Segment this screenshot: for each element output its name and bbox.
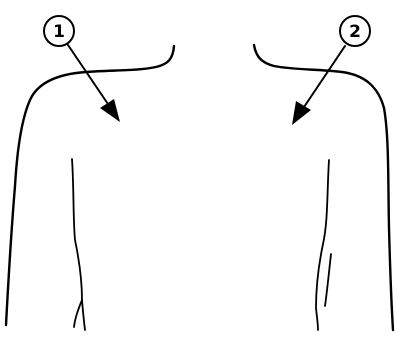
right-armpit-contour xyxy=(316,160,329,330)
callout-1-arrowhead xyxy=(100,99,120,122)
callout-1-arrow-line xyxy=(68,45,112,110)
callout-1-label: 1 xyxy=(53,22,65,42)
callout-1: 1 xyxy=(44,16,120,122)
right-arm-inner-contour xyxy=(325,254,331,306)
left-arm-inner-contour xyxy=(74,300,82,327)
callout-2-label: 2 xyxy=(349,22,361,42)
callout-2-arrowhead xyxy=(292,101,311,125)
right-neck-shoulder-contour xyxy=(254,45,393,330)
left-armpit-contour xyxy=(72,159,85,330)
right-shoulder-outline xyxy=(254,45,393,330)
left-shoulder-outline xyxy=(6,46,174,330)
callout-2-arrow-line xyxy=(300,46,345,113)
left-neck-shoulder-contour xyxy=(6,46,174,325)
